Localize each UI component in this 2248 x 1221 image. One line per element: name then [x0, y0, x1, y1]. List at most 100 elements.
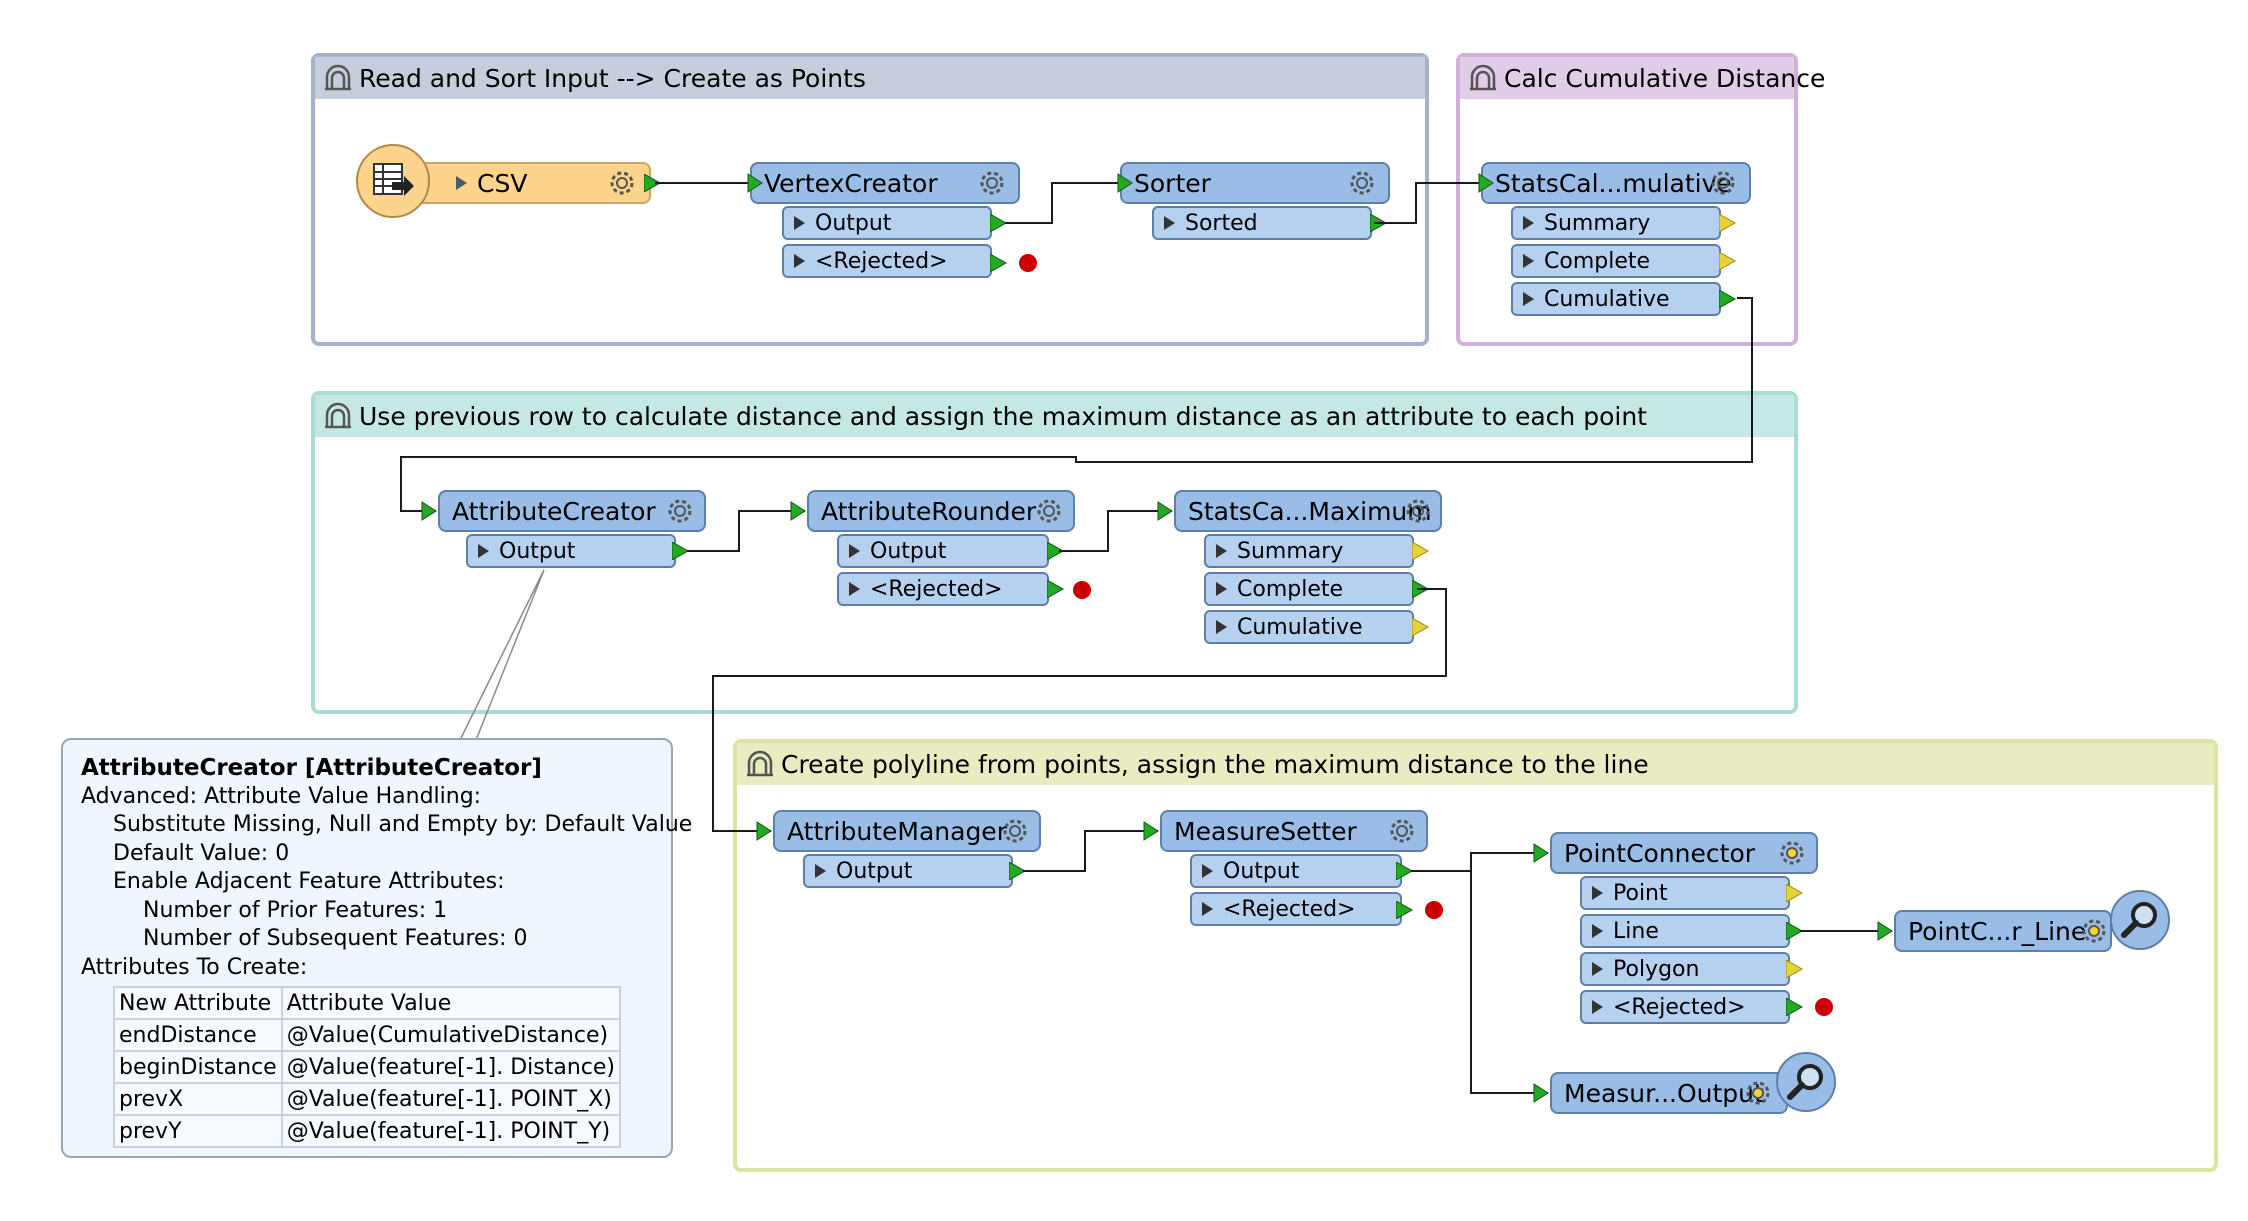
output-port-arrow[interactable] — [1786, 922, 1804, 940]
table-header-cell: Attribute Value — [280, 986, 622, 1020]
expand-arrow-icon — [1523, 292, 1534, 306]
magnifier-icon[interactable] — [2110, 890, 2170, 950]
gear-icon[interactable] — [976, 167, 1008, 199]
output-port-arrow[interactable] — [1396, 862, 1414, 880]
sun-gear-icon[interactable] — [2078, 915, 2110, 947]
output-port-arrow[interactable] — [1396, 901, 1414, 919]
annotation-line: Enable Adjacent Feature Attributes: — [113, 869, 505, 894]
transformer-header[interactable]: StatsCal...mulative — [1481, 162, 1751, 204]
output-port-rejected[interactable]: <Rejected> — [837, 572, 1049, 606]
output-port-arrow[interactable] — [1047, 542, 1065, 560]
output-port-arrow[interactable] — [1009, 862, 1027, 880]
output-port-cumulative[interactable]: Cumulative — [1511, 282, 1721, 316]
gear-icon[interactable] — [1346, 167, 1378, 199]
gear-icon[interactable] — [1402, 495, 1434, 527]
output-port-output[interactable]: Output — [466, 534, 676, 568]
transformer-header[interactable]: CSV — [406, 162, 651, 204]
output-port-arrow[interactable] — [644, 174, 662, 192]
expand-arrow-icon — [794, 254, 805, 268]
output-port-polygon[interactable]: Polygon — [1580, 952, 1790, 986]
gear-icon[interactable] — [606, 167, 638, 199]
port-label: <Rejected> — [1613, 994, 1746, 1020]
port-label: Point — [1613, 880, 1668, 906]
expand-arrow-icon — [1164, 216, 1175, 230]
gear-icon[interactable] — [1386, 815, 1418, 847]
output-port-arrow[interactable] — [1719, 290, 1737, 308]
table-cell: prevX — [113, 1082, 283, 1116]
bookmark-icon — [747, 750, 773, 777]
output-port-arrow[interactable] — [672, 542, 690, 560]
table-cell: prevY — [113, 1114, 283, 1148]
output-port-arrow[interactable] — [1047, 580, 1065, 598]
expand-arrow-icon — [1523, 216, 1534, 230]
expand-arrow-icon[interactable] — [456, 176, 467, 190]
port-label: <Rejected> — [815, 248, 948, 274]
sun-gear-icon[interactable] — [1776, 837, 1808, 869]
port-label: <Rejected> — [1223, 896, 1356, 922]
output-port-arrow[interactable] — [1412, 580, 1430, 598]
transformer-name: VertexCreator — [764, 168, 938, 198]
annotation-title: AttributeCreator [AttributeCreator] — [81, 755, 542, 781]
expand-arrow-icon — [478, 544, 489, 558]
output-port-summary[interactable]: Summary — [1204, 534, 1414, 568]
output-port-complete[interactable]: Complete — [1204, 572, 1414, 606]
transformer-name: PointConnector — [1564, 838, 1756, 868]
output-port-output[interactable]: Output — [837, 534, 1049, 568]
bookmark-header[interactable]: Read and Sort Input --> Create as Points — [315, 57, 1425, 99]
port-label: Summary — [1237, 538, 1344, 564]
expand-arrow-icon — [1523, 254, 1534, 268]
output-port-output[interactable]: Output — [1190, 854, 1402, 888]
output-port-point[interactable]: Point — [1580, 876, 1790, 910]
output-port-sorted[interactable]: Sorted — [1152, 206, 1372, 240]
sun-gear-icon[interactable] — [1742, 1077, 1774, 1109]
output-port-arrow[interactable] — [1786, 884, 1804, 902]
transformer-header[interactable]: Measur...Output — [1550, 1072, 1788, 1114]
output-port-output[interactable]: Output — [803, 854, 1013, 888]
output-port-cumulative[interactable]: Cumulative — [1204, 610, 1414, 644]
output-port-arrow[interactable] — [1412, 618, 1430, 636]
gear-icon[interactable] — [999, 815, 1031, 847]
output-port-arrow[interactable] — [1719, 214, 1737, 232]
port-label: Output — [836, 858, 913, 884]
output-port-complete[interactable]: Complete — [1511, 244, 1721, 278]
table-row: prevY @Value(feature[-1]. POINT_Y) — [113, 1114, 622, 1148]
bookmark-create-polyline[interactable]: Create polyline from points, assign the … — [733, 739, 2218, 1172]
expand-arrow-icon — [1202, 864, 1213, 878]
gear-icon[interactable] — [1033, 495, 1065, 527]
port-label: Output — [1223, 858, 1300, 884]
gear-icon[interactable] — [664, 495, 696, 527]
expand-arrow-icon — [1216, 582, 1227, 596]
port-label: Output — [815, 210, 892, 236]
output-port-rejected[interactable]: <Rejected> — [1580, 990, 1790, 1024]
bookmark-header[interactable]: Create polyline from points, assign the … — [737, 743, 2214, 785]
expand-arrow-icon — [849, 544, 860, 558]
attributecreator-annotation[interactable]: AttributeCreator [AttributeCreator] Adva… — [61, 738, 692, 1158]
output-port-arrow[interactable] — [1786, 998, 1804, 1016]
expand-arrow-icon — [1592, 1000, 1603, 1014]
transformer-header[interactable]: PointC...r_Line — [1894, 910, 2112, 952]
output-port-arrow[interactable] — [1786, 960, 1804, 978]
output-port-arrow[interactable] — [990, 254, 1008, 272]
gear-icon[interactable] — [1707, 167, 1739, 199]
bookmark-title: Use previous row to calculate distance a… — [359, 401, 1647, 431]
table-cell: @Value(CumulativeDistance) — [280, 1018, 622, 1052]
output-port-summary[interactable]: Summary — [1511, 206, 1721, 240]
magnifier-icon[interactable] — [1776, 1052, 1836, 1112]
bookmark-header[interactable]: Use previous row to calculate distance a… — [315, 395, 1794, 437]
output-port-arrow[interactable] — [1412, 542, 1430, 560]
table-row: beginDistance @Value(feature[-1]. Distan… — [113, 1050, 622, 1084]
output-port-line[interactable]: Line — [1580, 914, 1790, 948]
port-label: Cumulative — [1544, 286, 1670, 312]
table-row: prevX @Value(feature[-1]. POINT_X) — [113, 1082, 622, 1116]
output-port-arrow[interactable] — [1719, 252, 1737, 270]
expand-arrow-icon — [1202, 902, 1213, 916]
output-port-rejected[interactable]: <Rejected> — [1190, 892, 1402, 926]
output-port-arrow[interactable] — [1370, 214, 1388, 232]
transformer-name: Measur...Output — [1564, 1078, 1764, 1108]
output-port-rejected[interactable]: <Rejected> — [782, 244, 992, 278]
output-port-output[interactable]: Output — [782, 206, 992, 240]
port-label: Summary — [1544, 210, 1651, 236]
output-port-arrow[interactable] — [990, 214, 1008, 232]
transformer-header[interactable]: PointConnector — [1550, 832, 1818, 874]
bookmark-header[interactable]: Calc Cumulative Distance — [1460, 57, 1825, 99]
